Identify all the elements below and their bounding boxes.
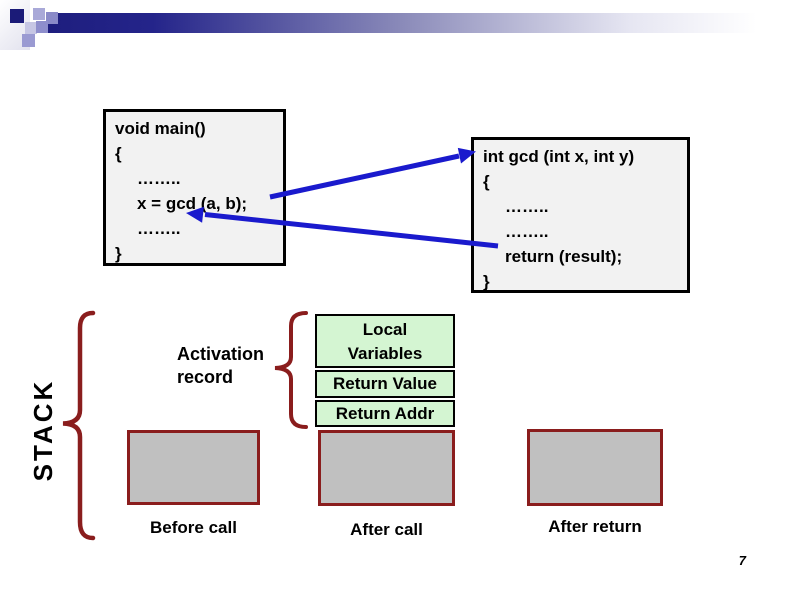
stack-brace-icon — [62, 310, 96, 541]
caption-before-call: Before call — [150, 518, 237, 537]
stack-label: STACK — [28, 378, 58, 482]
code-line: { — [483, 172, 490, 191]
local-variables-cell: Local Variables — [315, 314, 455, 368]
code-line-return: return (result); — [505, 247, 623, 266]
caption-after-call: After call — [350, 520, 423, 539]
main-code-box: void main() { …….. x = gcd (a, b); …….. … — [103, 109, 286, 266]
call-arrow-icon — [269, 147, 476, 200]
return-value-cell: Return Value — [315, 370, 455, 398]
decor-square — [10, 9, 24, 23]
banner-bar — [48, 13, 794, 33]
code-line: …….. — [137, 219, 181, 238]
gcd-code-box: int gcd (int x, int y) { …….. …….. retur… — [471, 137, 690, 293]
code-line: void main() — [115, 119, 206, 138]
after-call-box — [318, 430, 455, 506]
page-number: 7 — [738, 553, 746, 568]
code-line: …….. — [505, 197, 549, 216]
code-line: } — [483, 272, 490, 291]
return-addr-cell: Return Addr — [315, 400, 455, 427]
code-line-gcd-header: int gcd (int x, int y) — [483, 147, 635, 166]
activation-record-label: Activation record — [177, 344, 265, 387]
code-line: } — [115, 244, 122, 263]
decor-square — [46, 12, 58, 24]
activation-record-cells: Local Variables Return Value Return Addr — [315, 314, 455, 429]
decor-square — [36, 21, 48, 33]
caption-after-return: After return — [548, 517, 642, 536]
code-line: …….. — [137, 169, 181, 188]
before-call-box — [127, 430, 260, 505]
decor-square — [33, 8, 45, 20]
decor-square — [25, 22, 37, 34]
after-return-box — [527, 429, 663, 506]
decor-square — [22, 34, 35, 47]
code-line: { — [115, 144, 122, 163]
code-line: …….. — [505, 222, 549, 241]
code-line-gcd-call: x = gcd (a, b); — [137, 194, 248, 213]
